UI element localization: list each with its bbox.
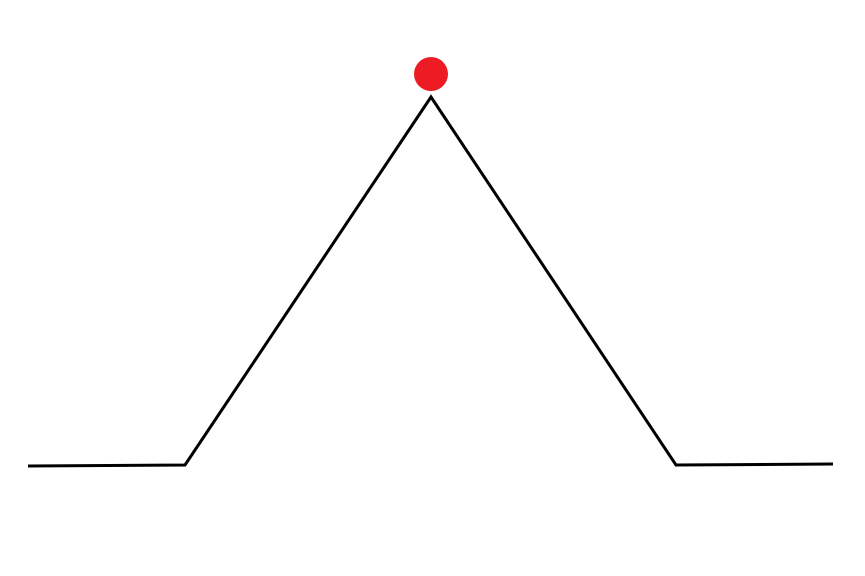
ball-on-peak xyxy=(414,57,448,91)
mountain-profile-line xyxy=(27,94,834,468)
